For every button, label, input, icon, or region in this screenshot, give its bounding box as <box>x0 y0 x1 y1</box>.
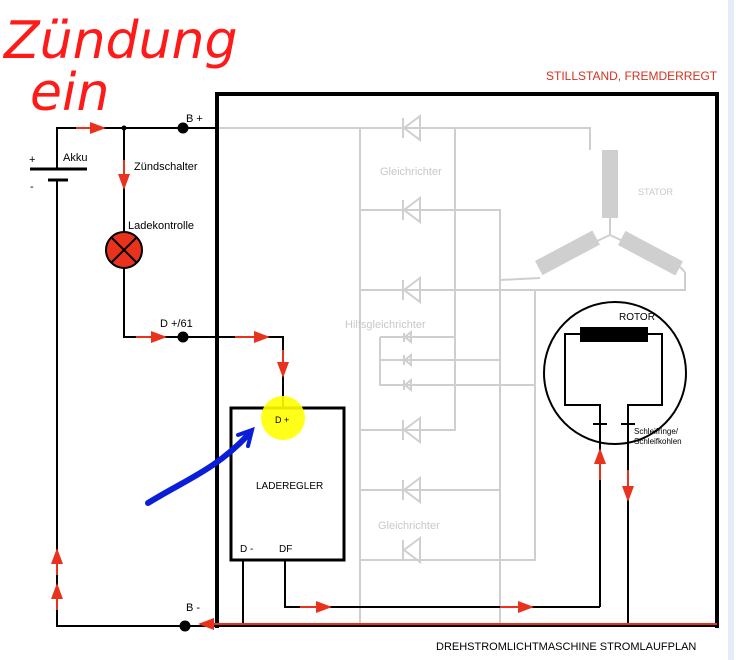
label-regler-d-plus: D + <box>275 415 289 425</box>
label-regler-d-minus: D - <box>240 544 253 555</box>
rectifier-network: Gleichrichter Gleichrichter Hilfsgleichr… <box>215 114 686 625</box>
label-hilfsgleichrichter: Hilfsgleichrichter <box>345 319 426 331</box>
label-akku: Akku <box>63 152 87 164</box>
label-gleichrichter-bottom: Gleichrichter <box>378 520 440 532</box>
alternator-housing <box>215 92 719 628</box>
label-plus: + <box>29 154 35 166</box>
title-bottom: DREHSTROMLICHTMASCHINE STROMLAUFPLAN <box>436 641 696 653</box>
label-minus: - <box>30 181 34 193</box>
label-rotor: ROTOR <box>619 312 655 323</box>
title-top: STILLSTAND, FREMDERREGT <box>546 69 718 83</box>
label-ladekontrolle: Ladekontrolle <box>128 220 194 232</box>
charge-lamp-icon <box>105 231 143 269</box>
annotation-line-2: ein <box>30 63 109 123</box>
label-d-plus-61: D +/61 <box>160 318 193 330</box>
label-b-minus: B - <box>186 602 200 614</box>
label-b-plus: B + <box>186 113 203 125</box>
pointer-arrow-icon <box>145 432 251 506</box>
diode-icon <box>402 114 421 564</box>
current-flow-arrows <box>51 122 717 630</box>
terminal-d-plus-61 <box>177 331 189 343</box>
label-schleifringe: Schleifringe/ <box>634 427 679 436</box>
stator-coils <box>534 150 683 276</box>
external-circuit: + - Akku B + Zündschalter Ladekontrolle … <box>29 113 717 632</box>
label-laderegler: LADEREGLER <box>256 481 323 492</box>
label-schleifkohlen: Schleifkohlen <box>634 437 682 446</box>
terminal-b-plus <box>177 122 189 134</box>
pointer-arrowhead-icon <box>236 426 255 448</box>
label-stator: STATOR <box>638 187 674 197</box>
terminal-b-minus <box>179 620 191 632</box>
label-regler-df: DF <box>279 544 292 555</box>
label-zuendschalter: Zündschalter <box>134 161 198 173</box>
handwritten-annotation: Zündung ein <box>2 11 237 123</box>
highlight-d-plus <box>261 396 305 440</box>
label-gleichrichter-top: Gleichrichter <box>380 166 442 178</box>
annotation-line-1: Zündung <box>2 11 237 71</box>
